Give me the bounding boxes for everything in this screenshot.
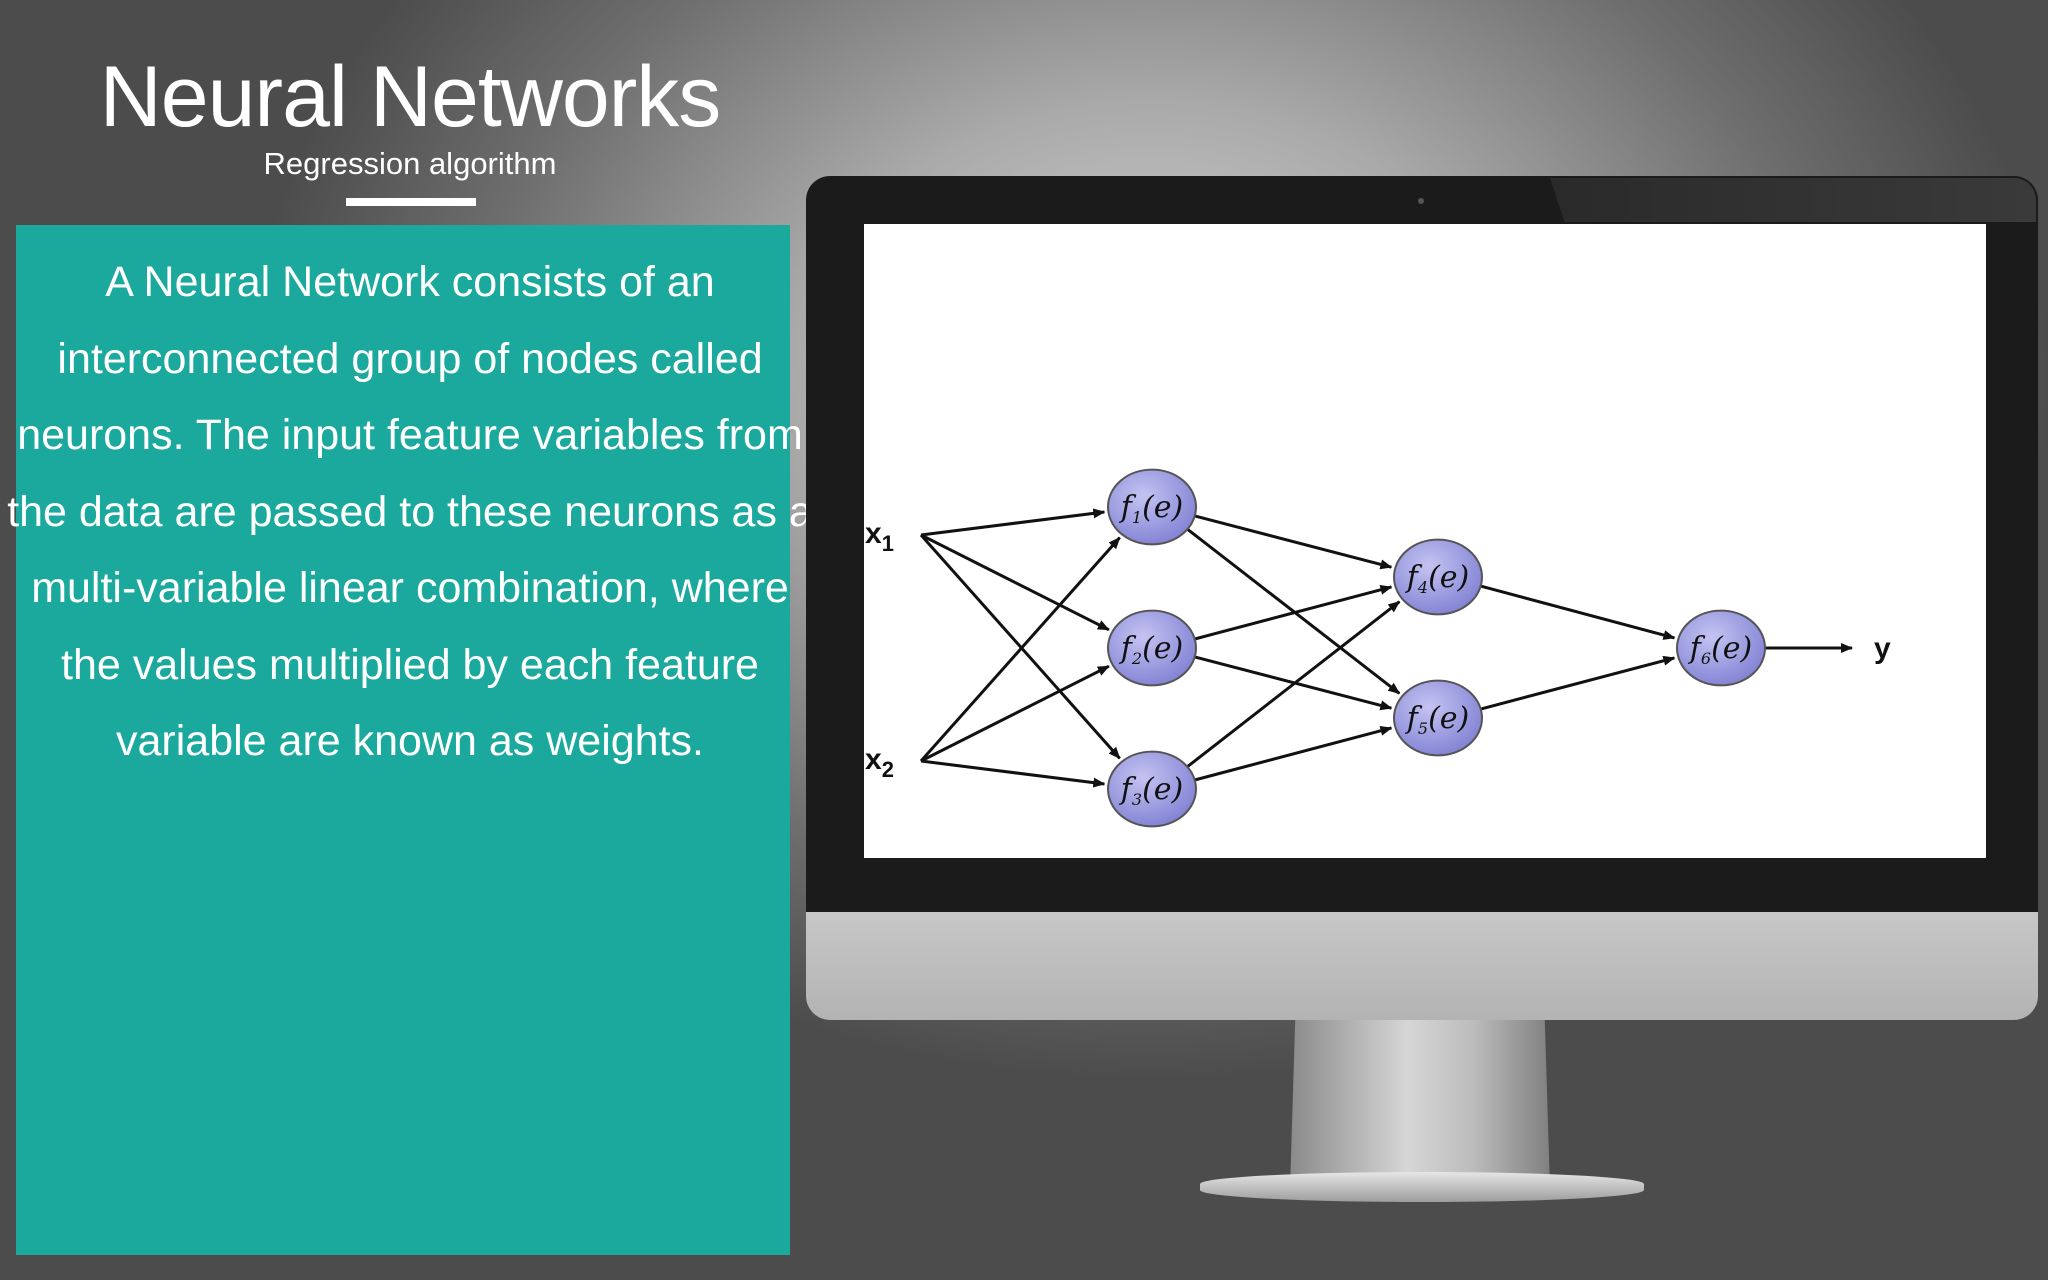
diagram-nodes: f1(e) f2(e) f3(e) f4(e) f5(e) f6(e) (1107, 468, 1766, 828)
edge-n4-n6 (1480, 584, 1676, 640)
edge-n1-n5 (1186, 528, 1401, 695)
camera-icon (1418, 198, 1424, 204)
neuron-n4: f4(e) (1393, 538, 1483, 616)
neuron-label: f1(e) (1119, 490, 1183, 527)
neuron-circle (1107, 609, 1197, 687)
neuron-n3: f3(e) (1107, 750, 1197, 828)
edge-x1-n3 (919, 534, 1121, 760)
text-panel (16, 225, 790, 1255)
neuron-n5: f5(e) (1393, 679, 1483, 757)
neuron-circle (1393, 679, 1483, 757)
neuron-label: f2(e) (1119, 631, 1183, 668)
neuron-label: f5(e) (1405, 701, 1469, 738)
neuron-circle (1393, 538, 1483, 616)
neuron-circle (1107, 468, 1197, 546)
edge-x1-n1 (920, 508, 1106, 537)
neural-network-diagram: f1(e) f2(e) f3(e) f4(e) f5(e) f6(e) x1 x2 y (865, 468, 1891, 828)
neuron-label: f3(e) (1119, 772, 1183, 809)
neuron-n1: f1(e) (1107, 468, 1197, 546)
monitor-bezel-gloss (1550, 178, 2036, 222)
neuron-circle (1676, 609, 1766, 687)
monitor-chin (806, 912, 2038, 1020)
edge-x2-n3 (920, 759, 1106, 788)
neuron-label: f6(e) (1688, 631, 1752, 668)
edge-n3-n5 (1194, 725, 1393, 782)
slide-title: Neural Networks (99, 49, 722, 145)
edge-n2-n4 (1194, 584, 1393, 641)
monitor-stand-base (1200, 1172, 1644, 1202)
title-underline (346, 198, 476, 206)
edge-n2-n5 (1194, 655, 1393, 711)
edge-x2-n2 (920, 664, 1110, 763)
slide-subtitle: Regression algorithm (263, 146, 557, 181)
monitor-stand-neck (1290, 1020, 1550, 1190)
edge-x1-n2 (920, 533, 1110, 632)
neuron-n2: f2(e) (1107, 609, 1197, 687)
neuron-label: f4(e) (1405, 560, 1469, 597)
edge-x2-n1 (919, 536, 1121, 762)
edge-n3-n4 (1186, 600, 1401, 768)
diagram-edges (919, 508, 1853, 788)
body-text: A Neural Network consists of an intercon… (7, 258, 813, 765)
output-label-y: y (1874, 632, 1891, 665)
neuron-circle (1107, 750, 1197, 828)
edge-n5-n6 (1480, 655, 1676, 711)
neuron-n6: f6(e) (1676, 609, 1766, 687)
edge-n1-n4 (1194, 514, 1393, 570)
input-label-x1: x1 (865, 517, 894, 556)
diagram-io-labels: x1 x2 y (865, 517, 1891, 782)
input-label-x2: x2 (865, 743, 894, 782)
